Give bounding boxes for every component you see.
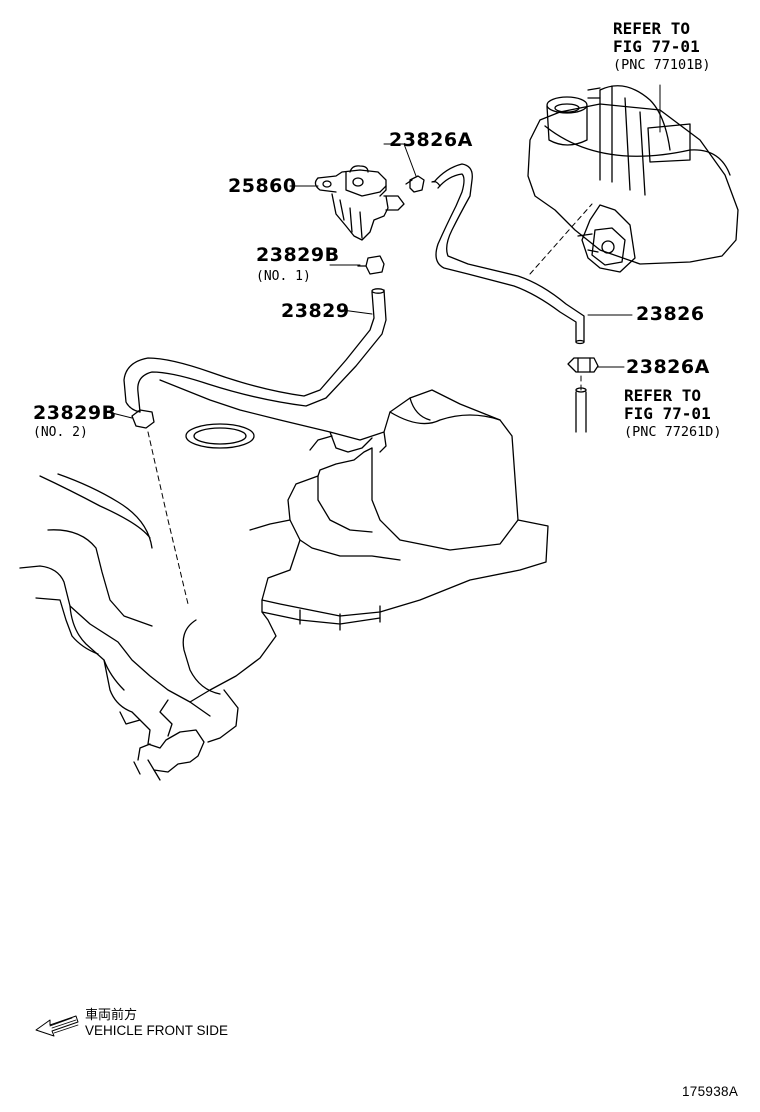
charcoal-canister	[527, 84, 739, 273]
refer-top-line2: FIG 77-01	[613, 37, 700, 56]
callout-23829b-no2: 23829B	[33, 402, 117, 424]
figure-id: 175938A	[682, 1084, 739, 1099]
refer-bottom-pnc: (PNC 77261D)	[624, 424, 722, 440]
refer-bottom-line1: REFER TO	[624, 386, 702, 405]
front-side-label-jp: 車両前方	[85, 1008, 138, 1023]
hose-23826	[431, 163, 585, 345]
front-side-label-en: VEHICLE FRONT SIDE	[85, 1023, 229, 1038]
refer-top-line1: REFER TO	[613, 19, 691, 38]
callout-23826a-bottom: 23826A	[626, 356, 710, 378]
refer-note-bottom: REFER TO FIG 77-01 (PNC 77261D)	[624, 387, 722, 441]
callout-23826a-top: 23826A	[389, 129, 473, 151]
front-arrow-icon	[35, 1015, 79, 1037]
vacuum-switching-valve	[314, 165, 405, 241]
refer-top-pnc: (PNC 77101B)	[613, 57, 711, 73]
engine-outline	[19, 473, 277, 781]
clip-23829b-no2	[131, 409, 155, 429]
clip-23826a-bottom	[567, 357, 599, 373]
dashed-guides	[147, 203, 593, 605]
callout-23829b-no2-sub: (NO. 2)	[33, 425, 88, 440]
clip-23826a-top	[405, 175, 425, 193]
intake-assembly	[159, 379, 549, 631]
callout-23826: 23826	[636, 303, 705, 325]
clip-23829b-no1	[357, 255, 385, 275]
callout-25860: 25860	[228, 175, 297, 197]
leader-lines	[107, 143, 633, 419]
callout-23829b-no1: 23829B	[256, 244, 340, 266]
refer-note-top: REFER TO FIG 77-01 (PNC 77101B)	[613, 20, 711, 74]
pipe-stub-77261d	[575, 387, 587, 433]
callout-23829b-no1-sub: (NO. 1)	[256, 269, 311, 284]
hose-23829	[123, 288, 387, 413]
callout-23829: 23829	[281, 300, 350, 322]
refer-bottom-line2: FIG 77-01	[624, 404, 711, 423]
